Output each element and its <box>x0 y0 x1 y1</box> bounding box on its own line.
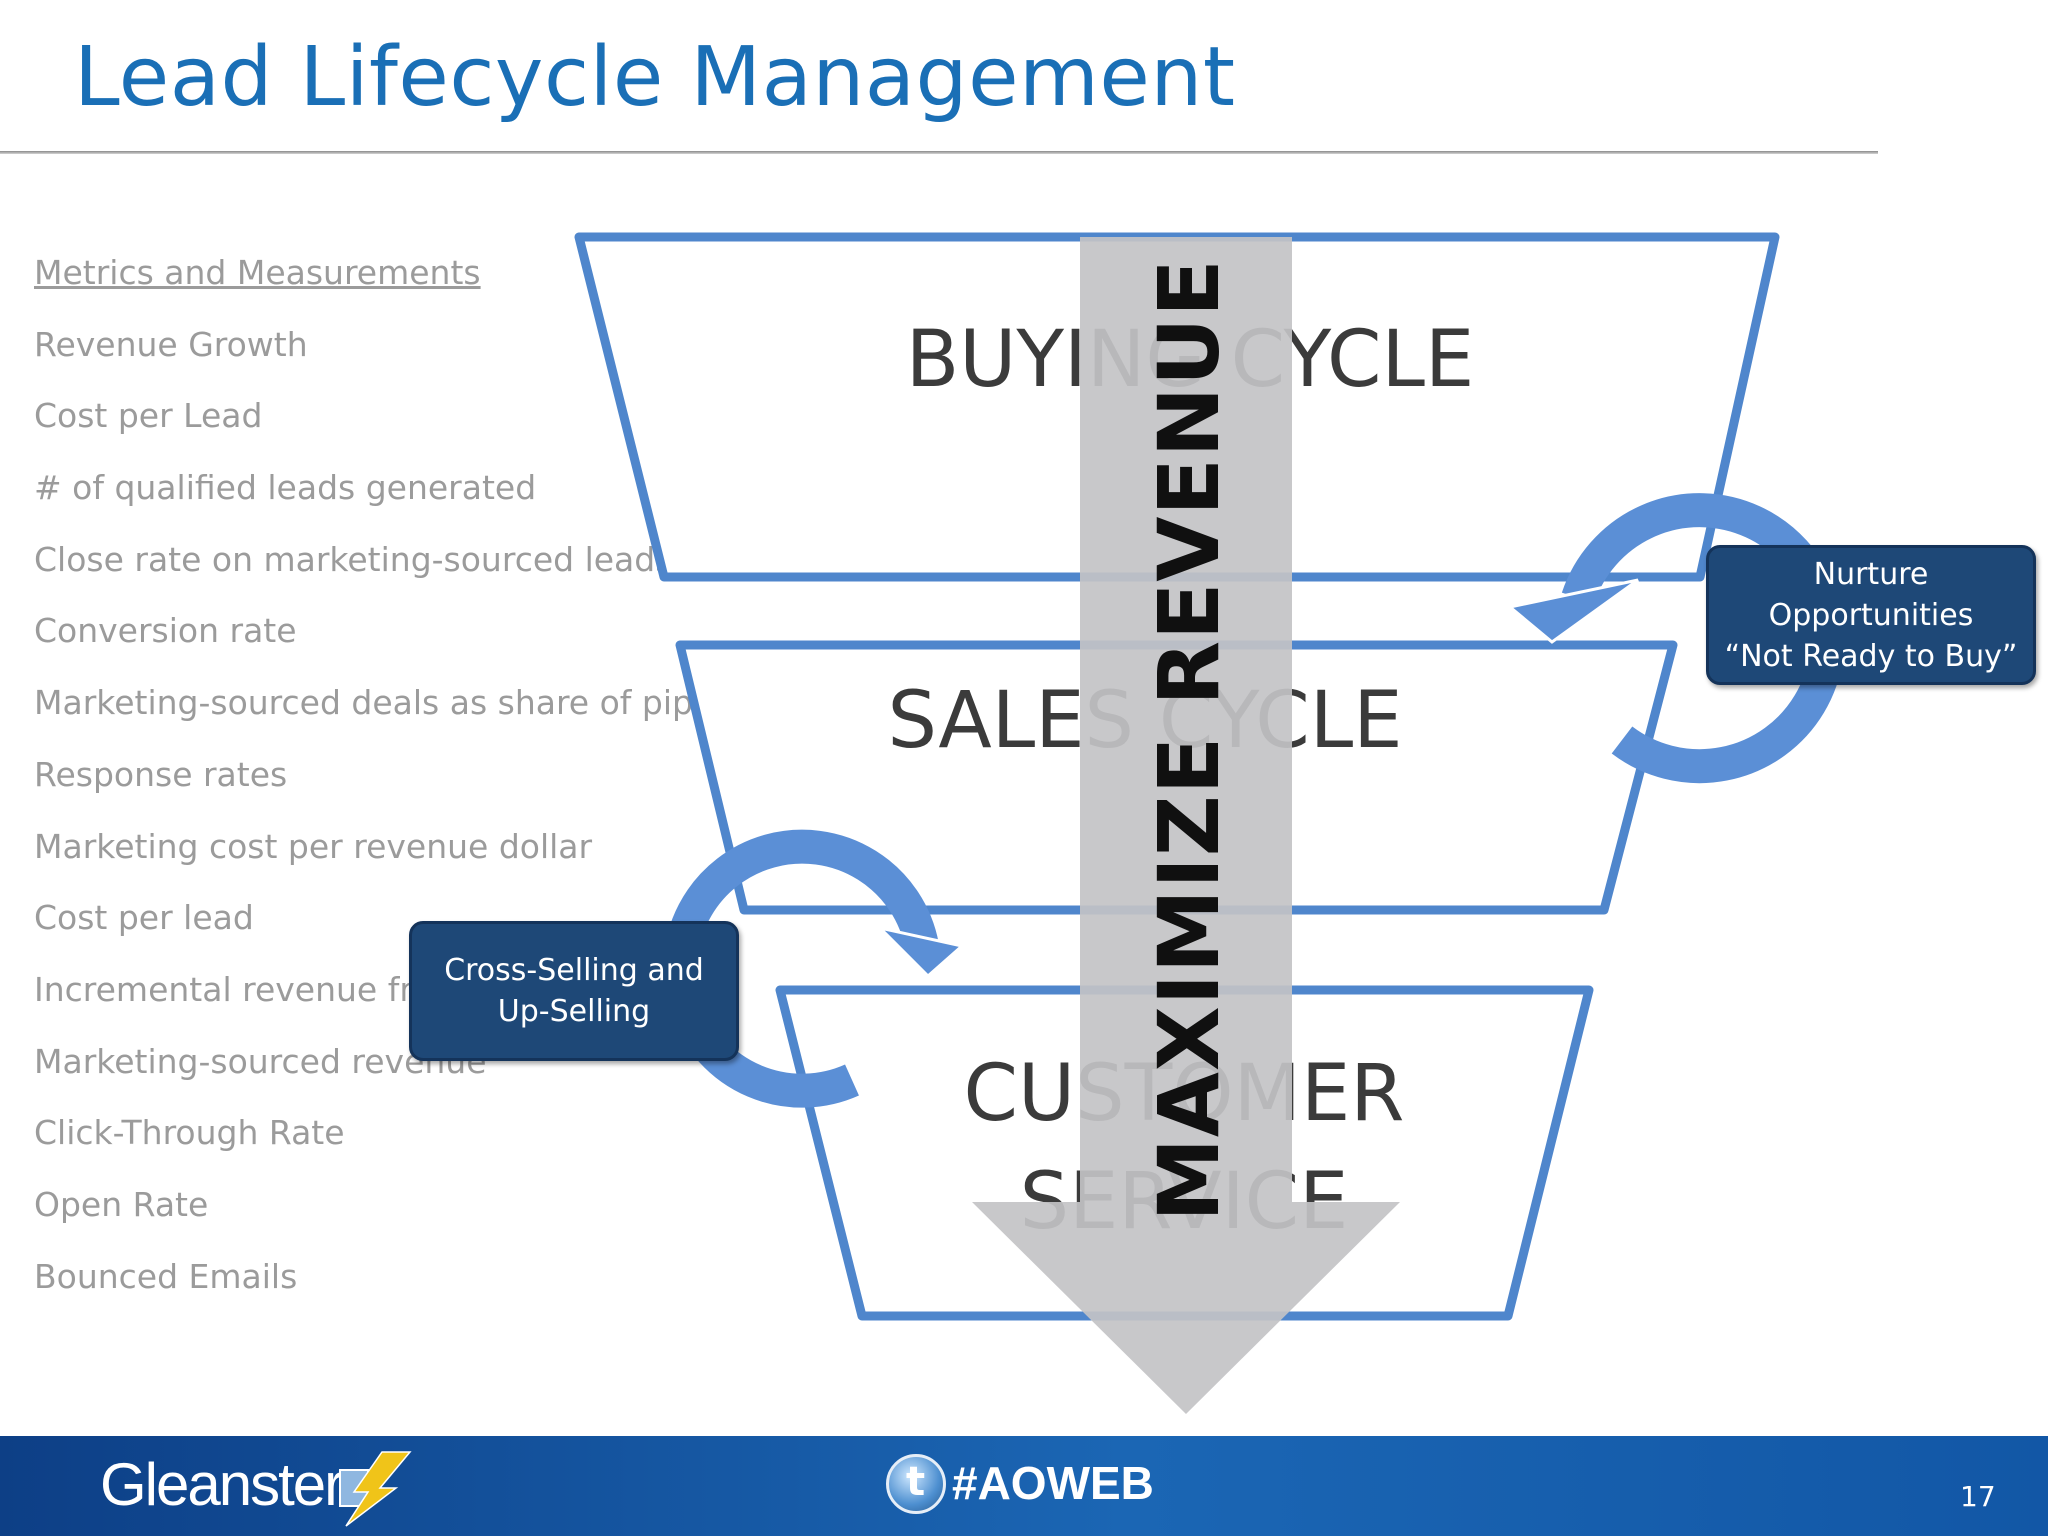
metrics-list: Metrics and Measurements Revenue Growth … <box>34 250 713 1325</box>
callout-line: Cross-Selling and <box>444 953 704 988</box>
slide-title: Lead Lifecycle Management <box>74 30 1236 125</box>
gleanster-logo: Gleanster <box>100 1451 344 1518</box>
metric-item: Cost per Lead <box>34 396 263 436</box>
nurture-opportunities-callout: Nurture Opportunities “Not Ready to Buy” <box>1706 545 2036 685</box>
page-number: 17 <box>1960 1480 1996 1513</box>
metrics-heading: Metrics and Measurements <box>34 253 481 292</box>
title-divider <box>0 151 1878 154</box>
twitter-icon <box>886 1454 946 1514</box>
metric-item: Cost per lead <box>34 898 254 938</box>
metric-item: Conversion rate <box>34 611 297 651</box>
metric-item: Close rate on marketing-sourced leads <box>34 539 673 579</box>
callout-line: “Not Ready to Buy” <box>1724 638 2018 674</box>
maximize-revenue-label: MAXIMIZE REVENUE <box>1140 258 1238 1221</box>
footer-bar: Gleanster #AOWEB 17 <box>0 1436 2048 1536</box>
metric-item: Revenue Growth <box>34 324 308 364</box>
metric-item: Response rates <box>34 754 288 794</box>
metric-item: # of qualified leads generated <box>34 468 537 508</box>
cross-selling-callout: Cross-Selling and Up-Selling <box>409 921 739 1061</box>
callout-line: Nurture <box>1813 556 1929 592</box>
metric-item: Bounced Emails <box>34 1256 298 1296</box>
maximize-revenue-arrow: MAXIMIZE REVENUE <box>972 237 1400 1414</box>
callout-line: Up-Selling <box>497 994 651 1029</box>
callout-line: Opportunities <box>1768 597 1974 633</box>
funnel-diagram: BUYING CYCLE SALES CYCLE CUSTOMER SERVIC… <box>574 232 1845 1414</box>
metric-item: Open Rate <box>34 1184 209 1224</box>
metric-item: Click-Through Rate <box>34 1113 345 1153</box>
cross-sell-cycle-arrow <box>663 829 966 1108</box>
metric-item: Marketing-sourced deals as share of pipe <box>34 683 714 723</box>
gleanster-logo-icon <box>339 1451 412 1527</box>
event-hashtag: #AOWEB <box>952 1457 1154 1509</box>
metric-item: Incremental revenue fr <box>34 969 413 1009</box>
metric-item: Marketing cost per revenue dollar <box>34 826 593 866</box>
banner-arrow-shape <box>972 237 1400 1414</box>
